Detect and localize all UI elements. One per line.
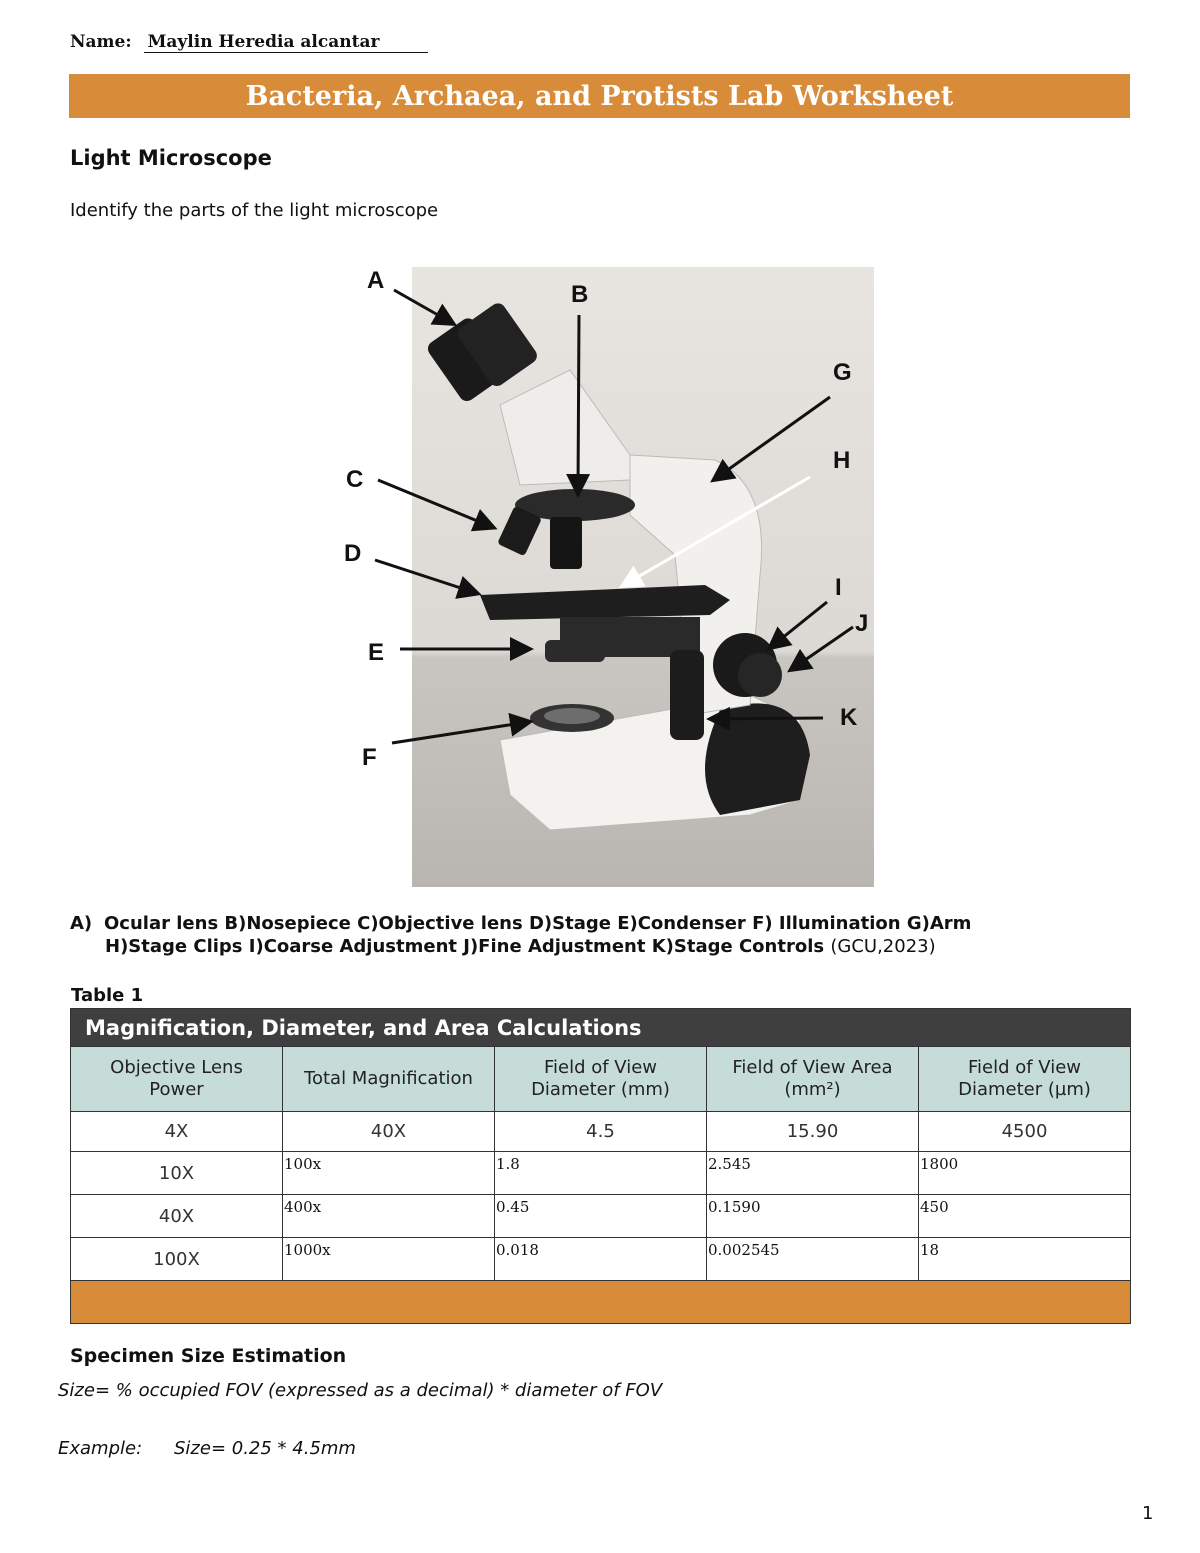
stage-control-knob (670, 650, 704, 740)
callout-h: H (833, 447, 850, 474)
name-value[interactable]: Maylin Heredia alcantar (143, 32, 428, 53)
worksheet-title: Bacteria, Archaea, and Protists Lab Work… (245, 80, 954, 112)
arrow-a (393, 288, 458, 326)
cell-diameter-mm: 4.5 (494, 1111, 707, 1152)
arrow-f (391, 712, 534, 745)
header-fov-diameter-mm: Field of View Diameter (mm) (494, 1046, 707, 1112)
arrow-c (377, 478, 498, 532)
header-fov-diameter-um: Field of View Diameter (µm) (918, 1046, 1131, 1112)
input-diameter-mm[interactable]: 0.45 (494, 1194, 707, 1238)
arrow-g (710, 395, 831, 483)
callout-j: J (855, 610, 868, 637)
arrow-d (374, 558, 482, 599)
callout-a: A (367, 267, 384, 294)
parts-answer: A) Ocular lens B)Nosepiece C)Objective le… (70, 912, 1070, 958)
parts-answer-text-1: Ocular lens B)Nosepiece C)Objective lens… (104, 913, 972, 934)
input-diameter-mm[interactable]: 1.8 (494, 1151, 707, 1195)
arrow-j (787, 625, 854, 673)
cell-area: 15.90 (706, 1111, 919, 1152)
header-total-magnification: Total Magnification (282, 1046, 495, 1112)
specimen-formula: Size= % occupied FOV (expressed as a dec… (58, 1380, 663, 1401)
specimen-heading: Specimen Size Estimation (70, 1345, 347, 1367)
arrow-i (766, 600, 828, 651)
header-fov-area: Field of View Area (mm²) (706, 1046, 919, 1112)
input-magnification[interactable]: 400x (282, 1194, 495, 1238)
input-area[interactable]: 2.545 (706, 1151, 919, 1195)
eyepiece-2 (457, 303, 537, 387)
section-instruction: Identify the parts of the light microsco… (70, 200, 439, 221)
table-row: 100X 1000x 0.018 0.002545 18 (70, 1237, 1131, 1281)
input-area[interactable]: 0.002545 (706, 1237, 919, 1281)
callout-g: G (833, 359, 852, 386)
microscope-head (499, 369, 631, 486)
arrow-b (566, 314, 591, 498)
list-marker: A) (70, 913, 93, 934)
parts-answer-line-1: A) Ocular lens B)Nosepiece C)Objective le… (70, 912, 1070, 935)
cell-magnification: 40X (282, 1111, 495, 1152)
parts-answer-line-2: H)Stage Clips I)Coarse Adjustment J)Fine… (70, 935, 1070, 958)
input-diameter-um[interactable]: 450 (918, 1194, 1131, 1238)
table-caption: Table 1 (71, 985, 144, 1006)
table-row: 40X 400x 0.45 0.1590 450 (70, 1194, 1131, 1238)
example-label: Example: (58, 1438, 143, 1459)
fine-knob (738, 653, 782, 697)
arrow-k (706, 706, 824, 731)
illuminator-lens (544, 708, 600, 724)
callout-k: K (840, 704, 858, 731)
condenser (545, 640, 605, 662)
nosepiece (515, 489, 635, 521)
eyepiece (427, 318, 507, 402)
arrow-h (618, 475, 811, 589)
table-row: 10X 100x 1.8 2.545 1800 (70, 1151, 1131, 1195)
page-number: 1 (1142, 1503, 1154, 1524)
cell-lens: 100X (70, 1237, 283, 1281)
table-row: 4X 40X 4.5 15.90 4500 (70, 1111, 1131, 1152)
table-footer-band (70, 1280, 1131, 1324)
name-label: Name: (70, 32, 132, 52)
table-title: Magnification, Diameter, and Area Calcul… (70, 1008, 1131, 1047)
callout-e: E (368, 639, 384, 666)
base-foot (705, 703, 810, 815)
example-value: Size= 0.25 * 4.5mm (174, 1438, 356, 1459)
callout-c: C (346, 466, 363, 493)
parts-answer-text-2: H)Stage Clips I)Coarse Adjustment J)Fine… (105, 936, 825, 957)
microscope-stage (480, 585, 730, 620)
citation: (GCU,2023) (830, 936, 936, 957)
callout-f: F (362, 744, 377, 771)
input-magnification[interactable]: 100x (282, 1151, 495, 1195)
cell-lens: 4X (70, 1111, 283, 1152)
callout-d: D (344, 540, 361, 567)
callout-i: I (835, 574, 842, 601)
magnification-table: Magnification, Diameter, and Area Calcul… (70, 1008, 1131, 1324)
cell-lens: 10X (70, 1151, 283, 1195)
objective-lens-2 (550, 517, 582, 569)
worksheet-title-bar: Bacteria, Archaea, and Protists Lab Work… (69, 74, 1130, 118)
input-magnification[interactable]: 1000x (282, 1237, 495, 1281)
input-diameter-mm[interactable]: 0.018 (494, 1237, 707, 1281)
table-title-row: Magnification, Diameter, and Area Calcul… (70, 1008, 1131, 1047)
table-header-row: Objective Lens Power Total Magnification… (70, 1046, 1131, 1112)
name-line: Name: Maylin Heredia alcantar (70, 32, 428, 53)
objective-lens (498, 506, 541, 555)
cell-lens: 40X (70, 1194, 283, 1238)
input-area[interactable]: 0.1590 (706, 1194, 919, 1238)
callout-b: B (571, 281, 588, 308)
cell-diameter-um: 4500 (918, 1111, 1131, 1152)
header-objective-lens-power: Objective Lens Power (70, 1046, 283, 1112)
table-footer-row (70, 1280, 1131, 1324)
input-diameter-um[interactable]: 18 (918, 1237, 1131, 1281)
microscope-figure: A B C D E F G H I J K (344, 267, 874, 887)
section-heading: Light Microscope (70, 146, 272, 170)
input-diameter-um[interactable]: 1800 (918, 1151, 1131, 1195)
